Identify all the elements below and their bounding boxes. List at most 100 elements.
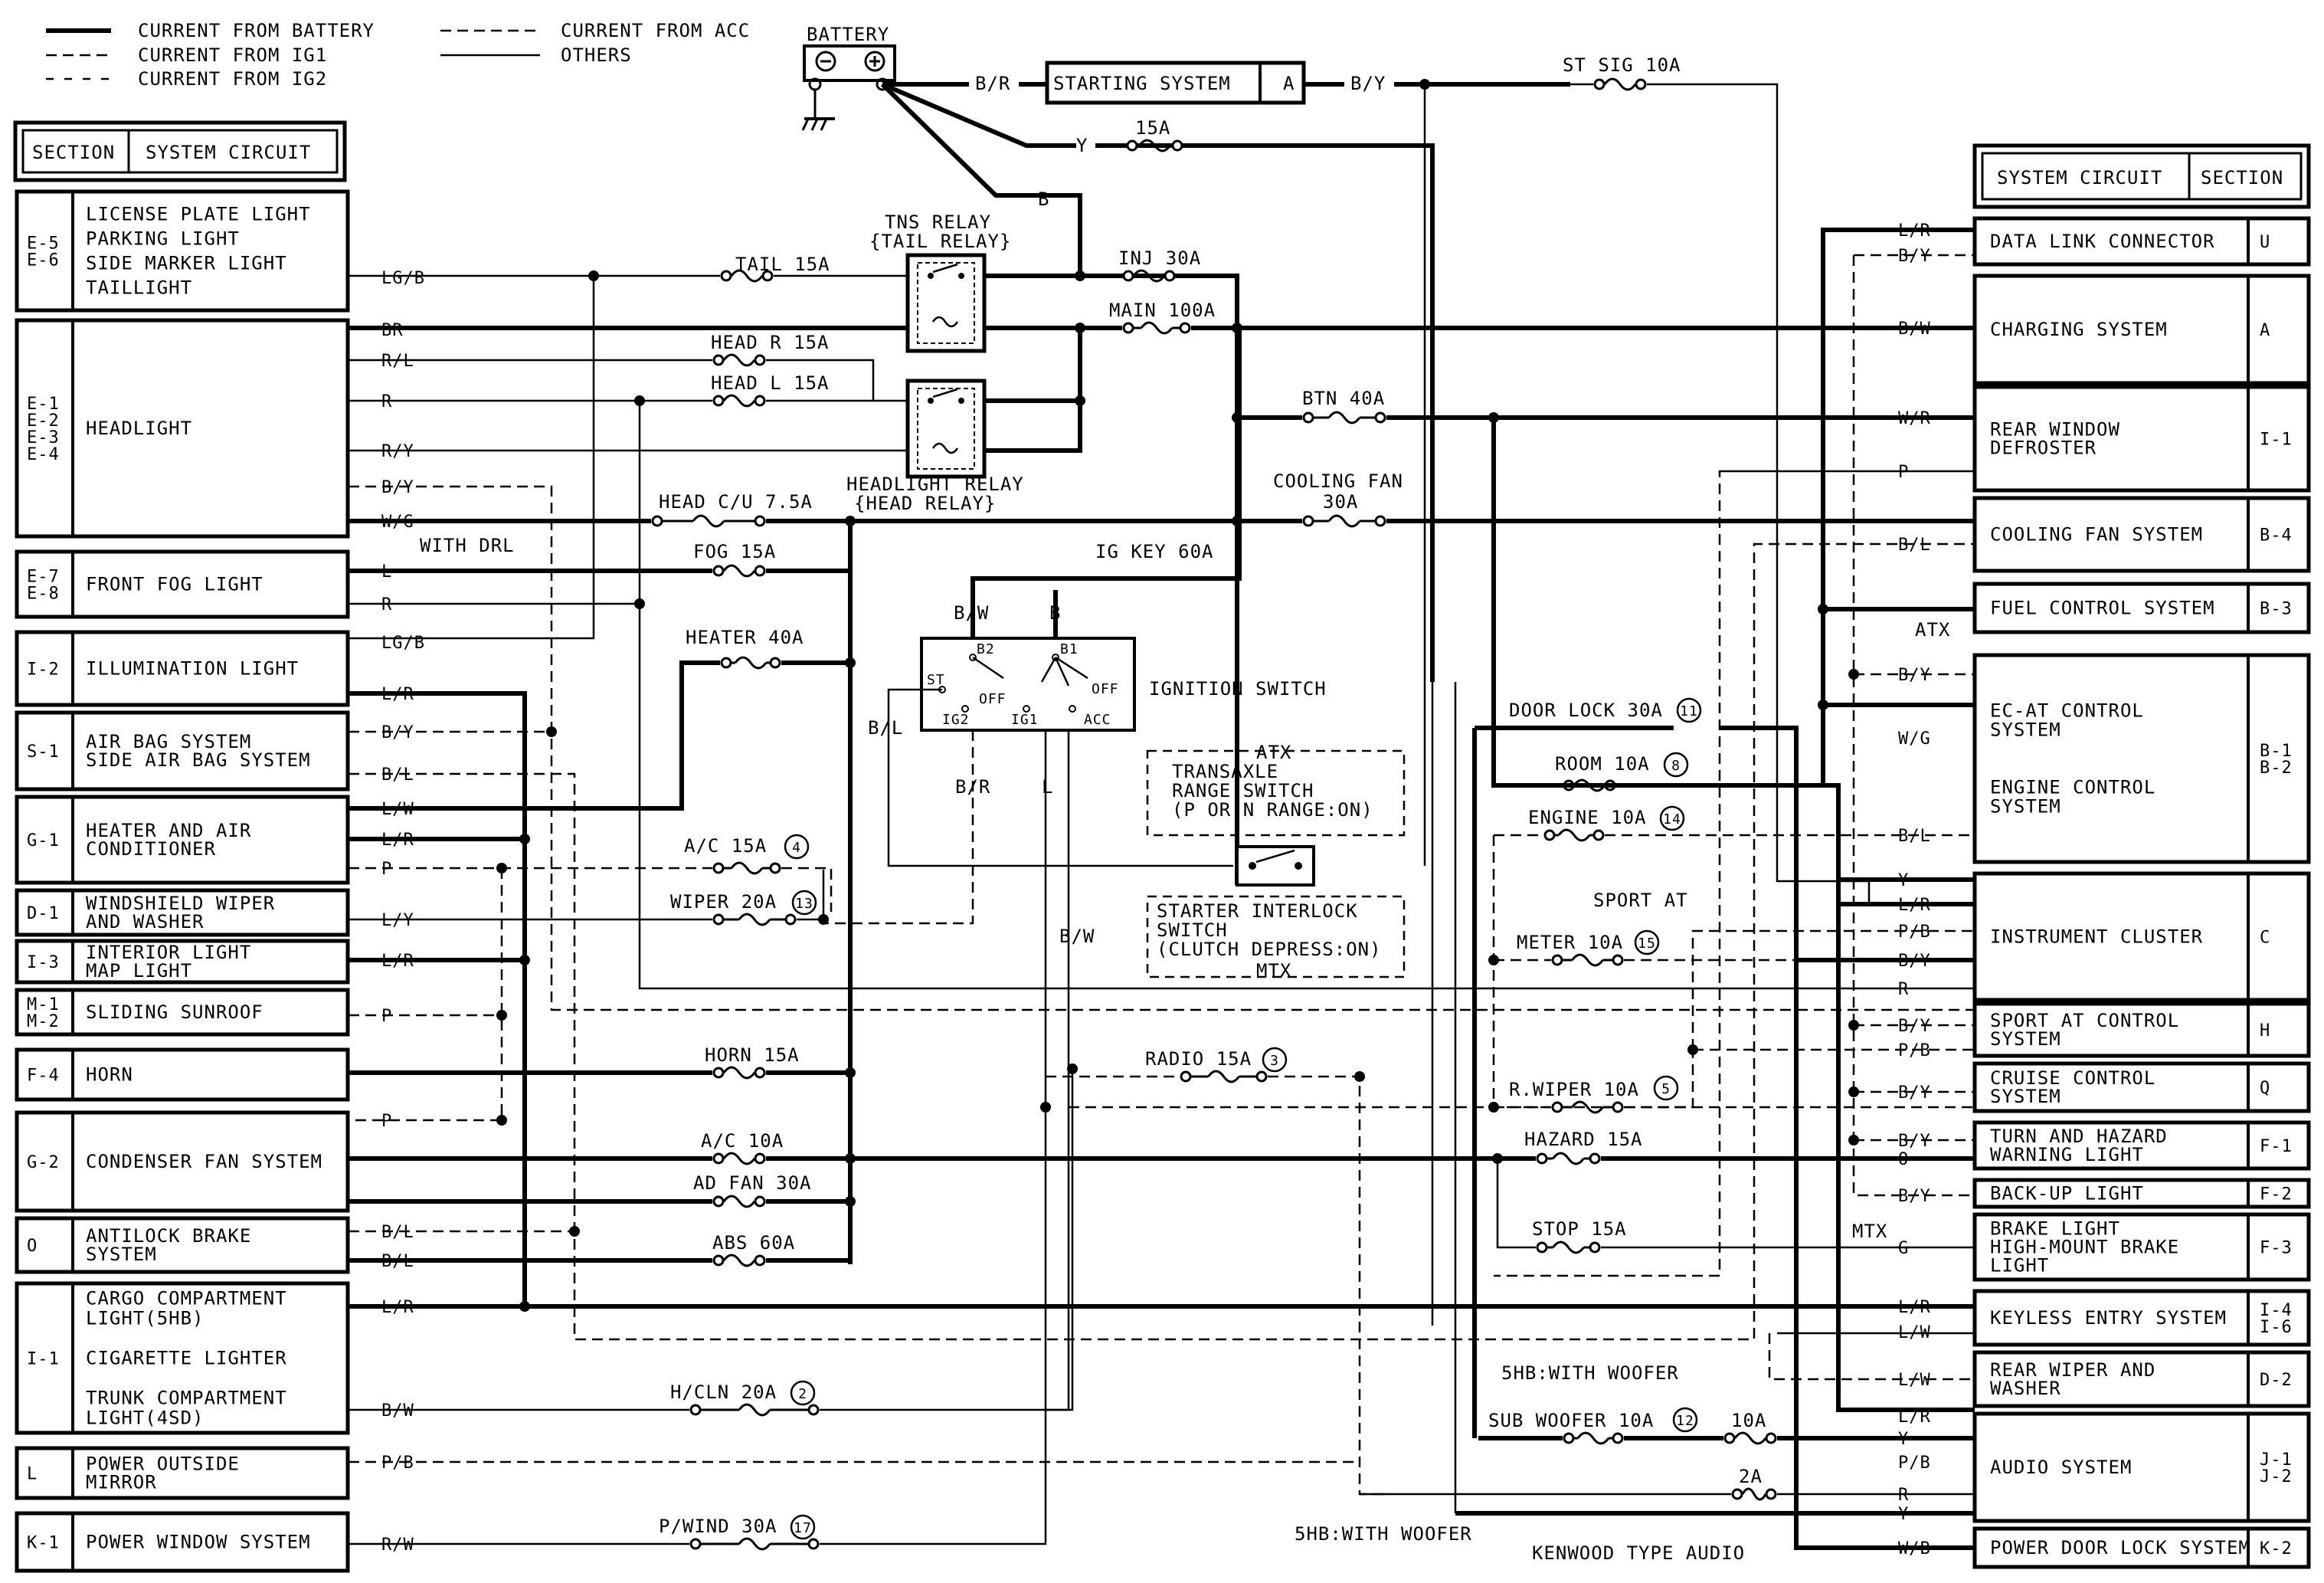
fuse: METER 10A [1517, 932, 1624, 967]
wire-color-label: L/R [381, 831, 414, 850]
fuse-number-circle: 11 [1676, 697, 1702, 723]
right-system-label: CRUISE CONTROL [1990, 1067, 2155, 1089]
fuse: P/WIND 30A [659, 1516, 820, 1551]
wire-color-label: L/R [1898, 221, 1931, 241]
ign-term-off1: OFF [979, 691, 1007, 707]
ignition-switch-label: IGNITION SWITCH [1149, 678, 1327, 700]
fuse-label: HEAD C/U 7.5A [659, 491, 813, 513]
wire-color-label: L/Y [381, 911, 414, 930]
fuse-label: AD FAN 30A [693, 1172, 812, 1194]
ign-term-b2: B2 [977, 641, 995, 657]
battery-label: BATTERY [807, 24, 889, 45]
wire-color-label: B/L [1898, 536, 1931, 555]
wire-color-label: B/Y [381, 478, 414, 497]
transaxle-line1: TRANSAXLE [1172, 761, 1278, 782]
fuse: H/CLN 20A [670, 1381, 820, 1417]
left-system-label: ILLUMINATION LIGHT [86, 658, 299, 680]
fuse-label: 30A [1323, 491, 1358, 513]
fuse: HORN 15A [705, 1044, 799, 1080]
right-system-label: WARNING LIGHT [1990, 1144, 2144, 1165]
wire-b-r-top: B/R [975, 73, 1010, 94]
left-system-label: LICENSE PLATE LIGHT [86, 204, 311, 225]
right-header-system: SYSTEM CIRCUIT [1997, 167, 2162, 188]
wire-color-label: P [381, 860, 392, 879]
fuse: HEAD L 15A [711, 372, 830, 408]
right-system-label: BACK-UP LIGHT [1990, 1183, 2144, 1204]
note-mtx: MTX [1852, 1221, 1887, 1242]
transaxle-atx: ATX [1256, 742, 1291, 763]
ign-term-off2: OFF [1092, 681, 1119, 697]
ign-term-ig1: IG1 [1011, 712, 1039, 728]
right-header: SYSTEM CIRCUIT SECTION [1972, 143, 2311, 209]
right-system-label: HIGH-MOUNT BRAKE [1990, 1237, 2179, 1258]
left-system-label: SIDE AIR BAG SYSTEM [86, 749, 311, 771]
tns-relay-sub: {TAIL RELAY} [869, 231, 1011, 252]
fuse: ST SIG 10A [1563, 54, 1681, 91]
wire-color-label: L/R [1898, 1408, 1931, 1427]
fuse: 2A [1731, 1466, 1777, 1501]
left-section-code: E-5 [27, 234, 60, 254]
right-section-code: F-1 [2260, 1137, 2293, 1156]
ign-wire-bl: B/L [868, 717, 903, 739]
fuse-label: INJ 30A [1118, 247, 1201, 269]
right-section-code: B-4 [2260, 526, 2293, 546]
fuse: HEATER 40A [686, 627, 804, 670]
fuse: TAIL 15A [720, 254, 830, 283]
wire-color-label: R [381, 595, 392, 615]
wire-color-label: W/G [381, 513, 414, 532]
fuse-layer: ST SIG 10A 15A TAIL 15A INJ 30A MAIN 100A HEA… [651, 54, 1777, 1551]
fuse-label: P/WIND 30A [659, 1516, 777, 1537]
right-system-label: EC-AT CONTROL [1990, 700, 2144, 722]
fuse-label: BTN 40A [1302, 388, 1385, 409]
fuse: IG KEY 60A [1095, 541, 1213, 562]
wire-b-y-top: B/Y [1350, 73, 1386, 94]
left-header: SECTION SYSTEM CIRCUIT [13, 120, 347, 182]
fuse-label: WIPER 20A [670, 891, 777, 913]
fuse: AD FAN 30A [693, 1172, 812, 1208]
fuse-label: HEAD L 15A [711, 372, 830, 394]
fuse-label: MAIN 100A [1109, 300, 1216, 321]
right-system-label: AUDIO SYSTEM [1990, 1457, 2132, 1478]
left-system-label: TAILLIGHT [86, 277, 192, 299]
right-system-label: COOLING FAN SYSTEM [1990, 524, 2203, 546]
left-section-code: K-1 [27, 1534, 60, 1553]
wire-color-label: L/R [381, 952, 414, 971]
left-system-label: MAP LIGHT [86, 960, 192, 982]
wire-color-label: B/Y [381, 723, 414, 742]
left-section-code: M-2 [27, 1012, 60, 1031]
left-system-label: HEATER AND AIR [86, 820, 251, 841]
wire-color-label: Y [1898, 1430, 1909, 1449]
fuse: 10A [1723, 1410, 1777, 1445]
left-header-section: SECTION [32, 142, 115, 163]
right-section-code: H [2260, 1021, 2270, 1041]
ign-term-st: ST [927, 672, 945, 688]
left-system-label: CARGO COMPARTMENT [86, 1288, 287, 1309]
wire-color-label: B/W [1898, 320, 1931, 339]
left-section-code: O [27, 1237, 38, 1256]
fuse: RADIO 15A [1145, 1048, 1268, 1083]
right-system-label: ENGINE CONTROL [1990, 777, 2155, 798]
left-system-label: CIGARETTE LIGHTER [86, 1348, 287, 1369]
fuse-label: A/C 10A [701, 1130, 784, 1152]
fuse-number-circle: 2 [790, 1380, 816, 1406]
left-section-code: S-1 [27, 742, 60, 762]
transaxle-line2: RANGE SWITCH [1172, 780, 1314, 801]
right-section-code: B-2 [2260, 759, 2293, 778]
right-section-code: J-1 [2260, 1450, 2293, 1470]
fuse-number: 13 [795, 896, 813, 912]
fuse-label: ABS 60A [712, 1232, 795, 1254]
left-section-code: E-4 [27, 445, 60, 464]
right-section-code: U [2260, 233, 2270, 252]
left-system-label: POWER OUTSIDE [86, 1454, 240, 1475]
fuse-number: 12 [1676, 1413, 1694, 1429]
fuse: 15A [1126, 117, 1183, 152]
fuse: BTN 40A [1302, 388, 1386, 424]
